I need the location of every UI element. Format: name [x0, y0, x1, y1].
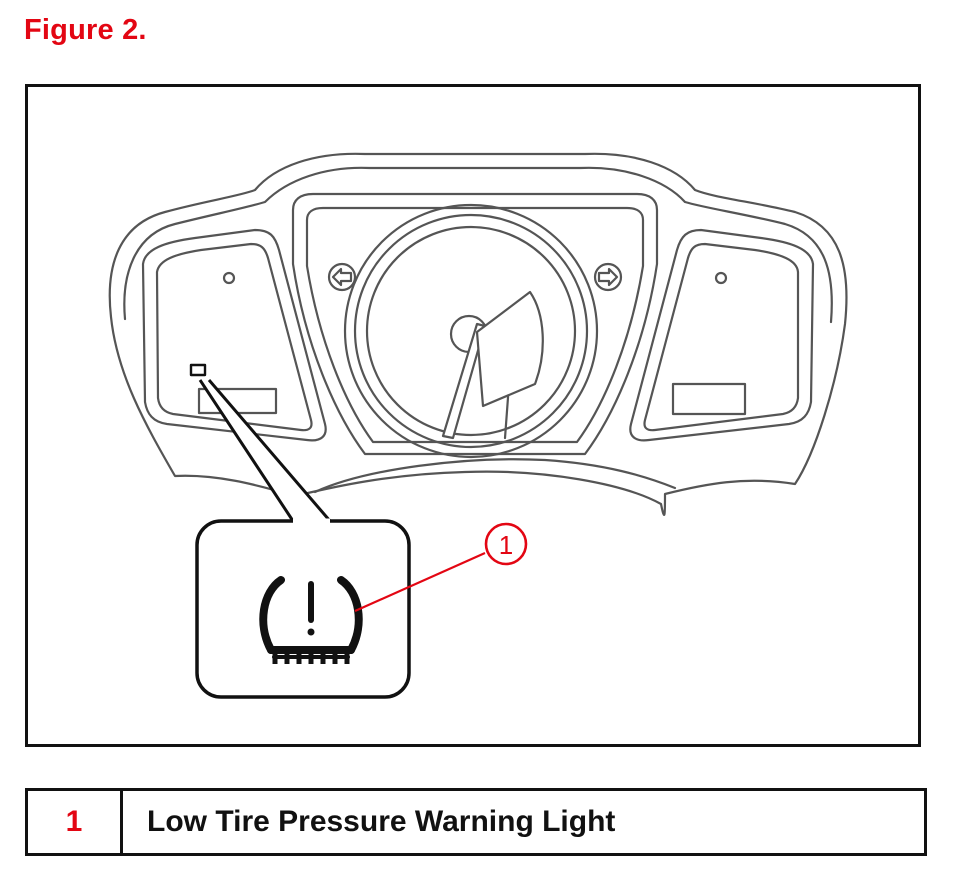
left-indicator-dot: [222, 271, 236, 285]
right-indicator-dot: [714, 271, 728, 285]
gauge-shade-sector: [475, 290, 544, 408]
tpms-indicator-lamp: [189, 363, 207, 377]
left-turn-signal-icon: [327, 262, 357, 292]
callout-leader-line: [354, 551, 486, 613]
zoom-callout-box: [195, 519, 411, 699]
instrument-cluster-illustration: 1: [108, 152, 848, 699]
zoom-leader: [198, 379, 332, 523]
speedometer-needle: [441, 322, 487, 440]
callout-number: 1: [499, 530, 513, 560]
legend-table: 1 Low Tire Pressure Warning Light: [25, 788, 927, 856]
speedometer-gauge-face: [365, 225, 577, 437]
legend-item-number: 1: [28, 791, 123, 853]
legend-item-label: Low Tire Pressure Warning Light: [147, 805, 616, 838]
speedometer-gauge-outer: [343, 203, 599, 459]
right-turn-signal-icon: [593, 262, 623, 292]
figure-frame: 1: [25, 84, 921, 747]
right-display-pod: [629, 228, 815, 442]
callout-number-circle: [484, 522, 528, 566]
figure-title: Figure 2.: [24, 14, 147, 46]
left-display-pod: [141, 228, 327, 442]
right-lcd-window: [671, 382, 747, 416]
center-panel: [291, 192, 659, 456]
